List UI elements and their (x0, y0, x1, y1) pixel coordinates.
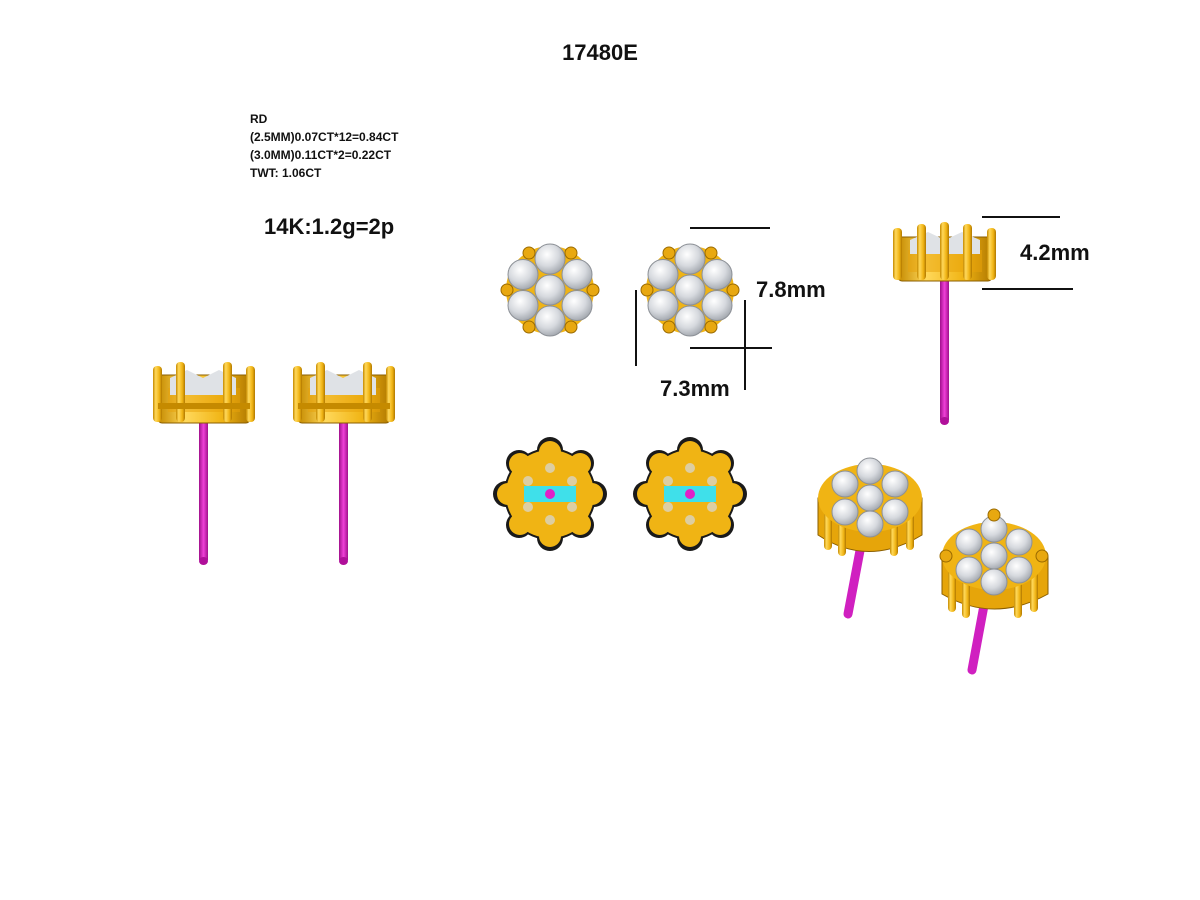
dimension-lines-side-view (982, 216, 1073, 290)
depth-dimension-label: 4.2mm (1020, 240, 1090, 265)
height-dimension-label: 7.8mm (756, 277, 826, 302)
stone-spec-line-2: (3.0MM)0.11CT*2=0.22CT (250, 148, 392, 162)
metal-weight-label: 14K:1.2g=2p (264, 214, 395, 239)
side-profile-earring (893, 222, 996, 425)
product-code: 17480E (562, 40, 638, 65)
stone-spec-line-1: (2.5MM)0.07CT*12=0.84CT (250, 130, 399, 144)
perspective-view-earring-1 (817, 457, 923, 619)
stone-shape-label: RD (250, 112, 268, 126)
perspective-view-earring-2 (939, 508, 1049, 675)
back-view-earring-right (633, 437, 747, 551)
width-dimension-label: 7.3mm (660, 376, 730, 401)
top-view-earring-left (500, 243, 600, 337)
side-view-earring-left (153, 362, 255, 565)
side-view-earring-right (293, 362, 395, 565)
total-weight-label: TWT: 1.06CT (250, 166, 322, 180)
top-view-earring-right (640, 243, 740, 337)
dimension-lines-top-view (635, 227, 772, 390)
back-view-earring-left (493, 437, 607, 551)
